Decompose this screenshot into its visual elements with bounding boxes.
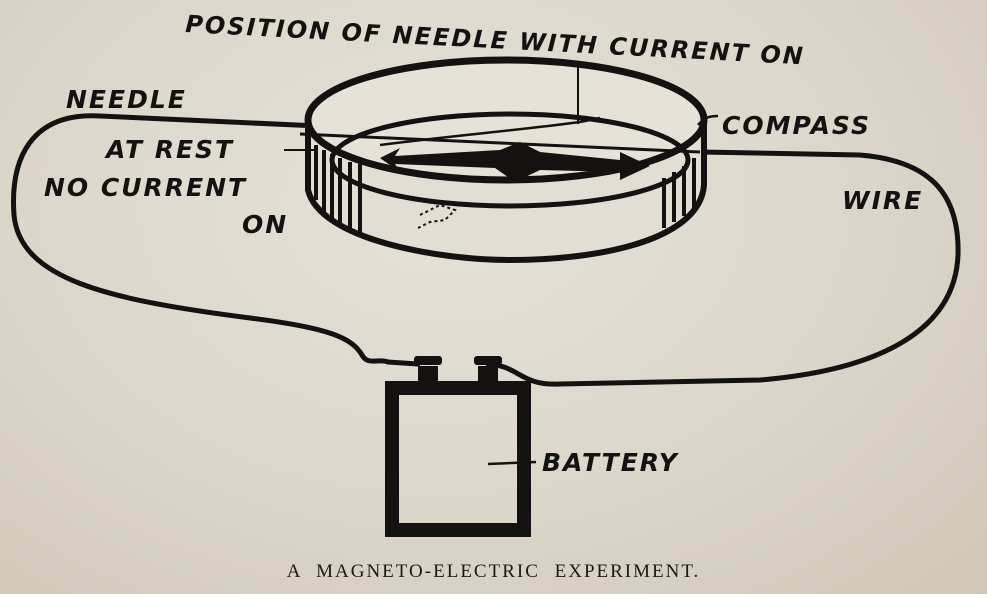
figure-caption: A MAGNETO-ELECTRIC EXPERIMENT. — [286, 561, 701, 582]
label-on: ON — [242, 210, 289, 239]
label-compass: COMPASS — [722, 111, 871, 140]
battery-icon — [385, 356, 531, 537]
label-no-current: NO CURRENT — [44, 173, 248, 202]
wire-left — [11, 113, 421, 367]
label-needle: NEEDLE — [66, 85, 187, 114]
compass-icon — [299, 56, 708, 264]
leader-compass — [697, 114, 719, 126]
label-battery: BATTERY — [542, 448, 679, 477]
wire-right — [485, 149, 961, 387]
label-wire: WIRE — [842, 186, 924, 215]
label-at-rest: AT REST — [106, 135, 235, 164]
